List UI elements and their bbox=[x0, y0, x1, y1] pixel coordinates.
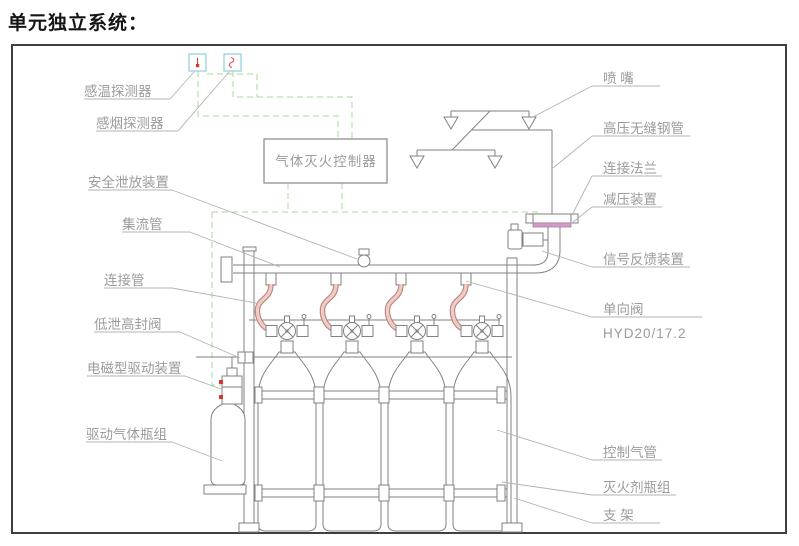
drive-assembly bbox=[203, 351, 254, 495]
label-pressure-reducer: 减压装置 bbox=[603, 192, 657, 207]
page-title: 单元独立系统： bbox=[8, 13, 149, 34]
controller-box: 气体灭火控制器 bbox=[263, 138, 388, 184]
container-valve bbox=[330, 314, 374, 354]
check-valve-fitting bbox=[460, 272, 472, 286]
signal-wire bbox=[211, 212, 221, 386]
signal-feedback-device bbox=[507, 223, 548, 250]
label-hp-steel-pipe: 高压无缝钢管 bbox=[603, 120, 684, 136]
signal-wire bbox=[197, 71, 339, 139]
signal-wiring bbox=[197, 71, 540, 386]
check-valve-fitting bbox=[265, 272, 277, 286]
nozzle-icon bbox=[487, 155, 503, 169]
pressure-reducer bbox=[532, 222, 572, 228]
connection-hoses bbox=[254, 283, 469, 332]
container-valve bbox=[395, 314, 439, 354]
label-model-code: HYD20/17.2 bbox=[603, 326, 687, 341]
label-manifold: 集流管 bbox=[122, 217, 163, 232]
leader-lines bbox=[84, 71, 702, 524]
label-smoke-detector: 感烟探测器 bbox=[96, 115, 164, 131]
elbow-outer bbox=[534, 227, 561, 274]
frame-foot bbox=[238, 522, 260, 533]
drive-gas-cylinder bbox=[210, 403, 246, 486]
label-low-leak-valve: 低泄高封阀 bbox=[94, 316, 162, 332]
label-check-valve: 单向阀 bbox=[603, 302, 644, 317]
agent-cylinder bbox=[322, 351, 382, 532]
indicator-red bbox=[219, 380, 223, 384]
container-valve bbox=[265, 314, 309, 354]
label-agent-cylinders: 灭火剂瓶组 bbox=[603, 480, 671, 495]
labels: 感温探测器 感烟探测器 安全泄放装置 集流管 连接管 低泄高封阀 电磁型驱动装置… bbox=[84, 71, 687, 523]
detectors bbox=[188, 53, 242, 72]
indicator-red bbox=[219, 395, 223, 399]
label-temp-detector: 感温探测器 bbox=[84, 83, 152, 99]
safety-relief-device bbox=[357, 248, 371, 268]
temp-detector-icon bbox=[196, 58, 200, 68]
agent-cylinder bbox=[387, 351, 447, 532]
cylinder-valves bbox=[265, 314, 504, 354]
cylinder-shelf bbox=[203, 484, 247, 495]
solenoid-drive-device bbox=[219, 375, 243, 405]
connecting-flange bbox=[525, 213, 579, 224]
smoke-detector-icon bbox=[228, 56, 235, 69]
rail-clamps bbox=[254, 386, 506, 502]
manifold bbox=[220, 248, 536, 286]
hose bbox=[320, 283, 338, 331]
check-valve-fitting bbox=[395, 272, 407, 286]
frame-foot bbox=[501, 522, 523, 533]
signal-wire bbox=[207, 73, 258, 97]
label-connecting-flange: 连接法兰 bbox=[603, 160, 657, 176]
agent-cylinder bbox=[257, 351, 317, 532]
nozzle-icon bbox=[443, 116, 459, 130]
label-drive-gas-cylinders: 驱动气体瓶组 bbox=[86, 427, 167, 442]
manifold-end-cap bbox=[220, 256, 233, 283]
label-bracket: 支 架 bbox=[603, 508, 634, 523]
label-control-gas-pipe: 控制气管 bbox=[603, 445, 657, 460]
agent-cylinder bbox=[452, 351, 512, 532]
label-nozzle: 喷 嘴 bbox=[603, 71, 634, 86]
check-valve-fitting bbox=[330, 272, 342, 286]
support-frame bbox=[238, 246, 523, 533]
hose bbox=[255, 283, 273, 331]
label-signal-feedback: 信号反馈装置 bbox=[603, 252, 684, 267]
nozzle-piping bbox=[409, 110, 553, 214]
hose bbox=[385, 283, 403, 331]
nozzle-icon bbox=[521, 116, 537, 130]
label-safety-relief: 安全泄放装置 bbox=[88, 174, 169, 190]
controller-label: 气体灭火控制器 bbox=[275, 154, 377, 169]
signal-wire bbox=[232, 71, 353, 139]
label-connecting-pipe: 连接管 bbox=[104, 272, 145, 288]
hose bbox=[450, 283, 468, 331]
nozzle-icon bbox=[409, 155, 425, 169]
label-solenoid-drive: 电磁型驱动装置 bbox=[87, 361, 182, 376]
riser-assembly bbox=[507, 213, 579, 274]
branch-connector bbox=[451, 110, 491, 151]
container-valve bbox=[460, 314, 504, 354]
